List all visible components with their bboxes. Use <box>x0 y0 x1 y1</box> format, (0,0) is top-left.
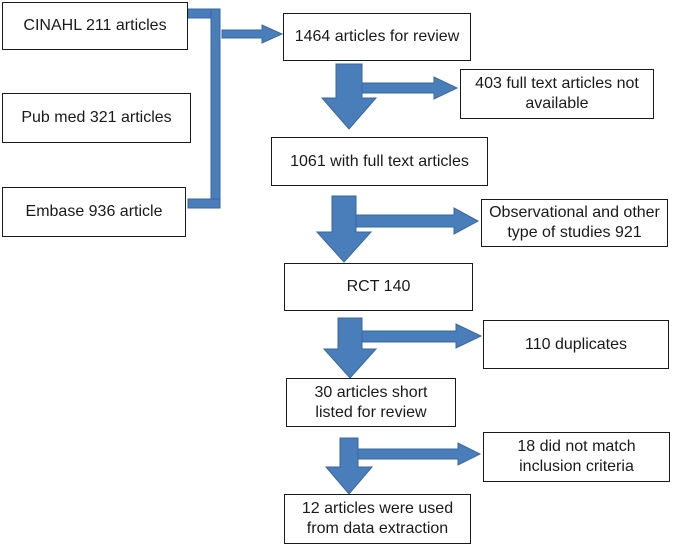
box-articles-for-review: 1464 articles for review <box>283 13 471 61</box>
label-short-listed: 30 articles short listed for review <box>314 383 428 421</box>
box-observational: Observational and other type of studies … <box>481 199 668 247</box>
source-bracket-bottom <box>187 198 221 209</box>
side-arrow-not-matching <box>357 442 482 466</box>
label-not-matching: 18 did not match inclusion criteria <box>517 438 636 475</box>
side-arrow-observational <box>355 207 480 235</box>
source-box-pubmed: Pub med 321 articles <box>2 93 191 143</box>
box-short-listed: 30 articles short listed for review <box>286 378 456 427</box>
source-box-cinahl: CINAHL 211 articles <box>2 2 188 50</box>
source-label-cinahl: CINAHL 211 articles <box>23 17 167 34</box>
label-used-for-extraction: 12 articles were used from data extracti… <box>301 500 454 537</box>
source-label-pubmed: Pub med 321 articles <box>21 109 172 126</box>
down-arrow-3 <box>322 317 378 379</box>
box-not-matching: 18 did not match inclusion criteria <box>483 432 670 482</box>
label-rct: RCT 140 <box>346 278 411 295</box>
side-arrow-duplicates <box>361 323 483 349</box>
box-rct: RCT 140 <box>284 263 473 311</box>
source-bracket-spine <box>210 8 221 209</box>
arrow-to-review <box>221 24 284 44</box>
label-duplicates: 110 duplicates <box>525 335 627 353</box>
source-label-embase: Embase 936 article <box>25 203 163 220</box>
label-observational: Observational and other type of studies … <box>489 204 660 241</box>
box-used-for-extraction: 12 articles were used from data extracti… <box>284 494 471 544</box>
label-articles-for-review: 1464 articles for review <box>294 28 460 45</box>
box-not-available: 403 full text articles not available <box>460 69 654 119</box>
label-not-available: 403 full text articles not available <box>475 75 639 112</box>
box-full-text: 1061 with full text articles <box>271 137 488 186</box>
down-arrow-4 <box>324 437 374 495</box>
label-full-text: 1061 with full text articles <box>290 152 469 170</box>
down-arrow-1 <box>320 63 378 130</box>
box-duplicates: 110 duplicates <box>483 320 669 369</box>
down-arrow-2 <box>315 195 373 263</box>
side-arrow-not-available <box>361 76 459 100</box>
source-box-embase: Embase 936 article <box>2 187 186 237</box>
